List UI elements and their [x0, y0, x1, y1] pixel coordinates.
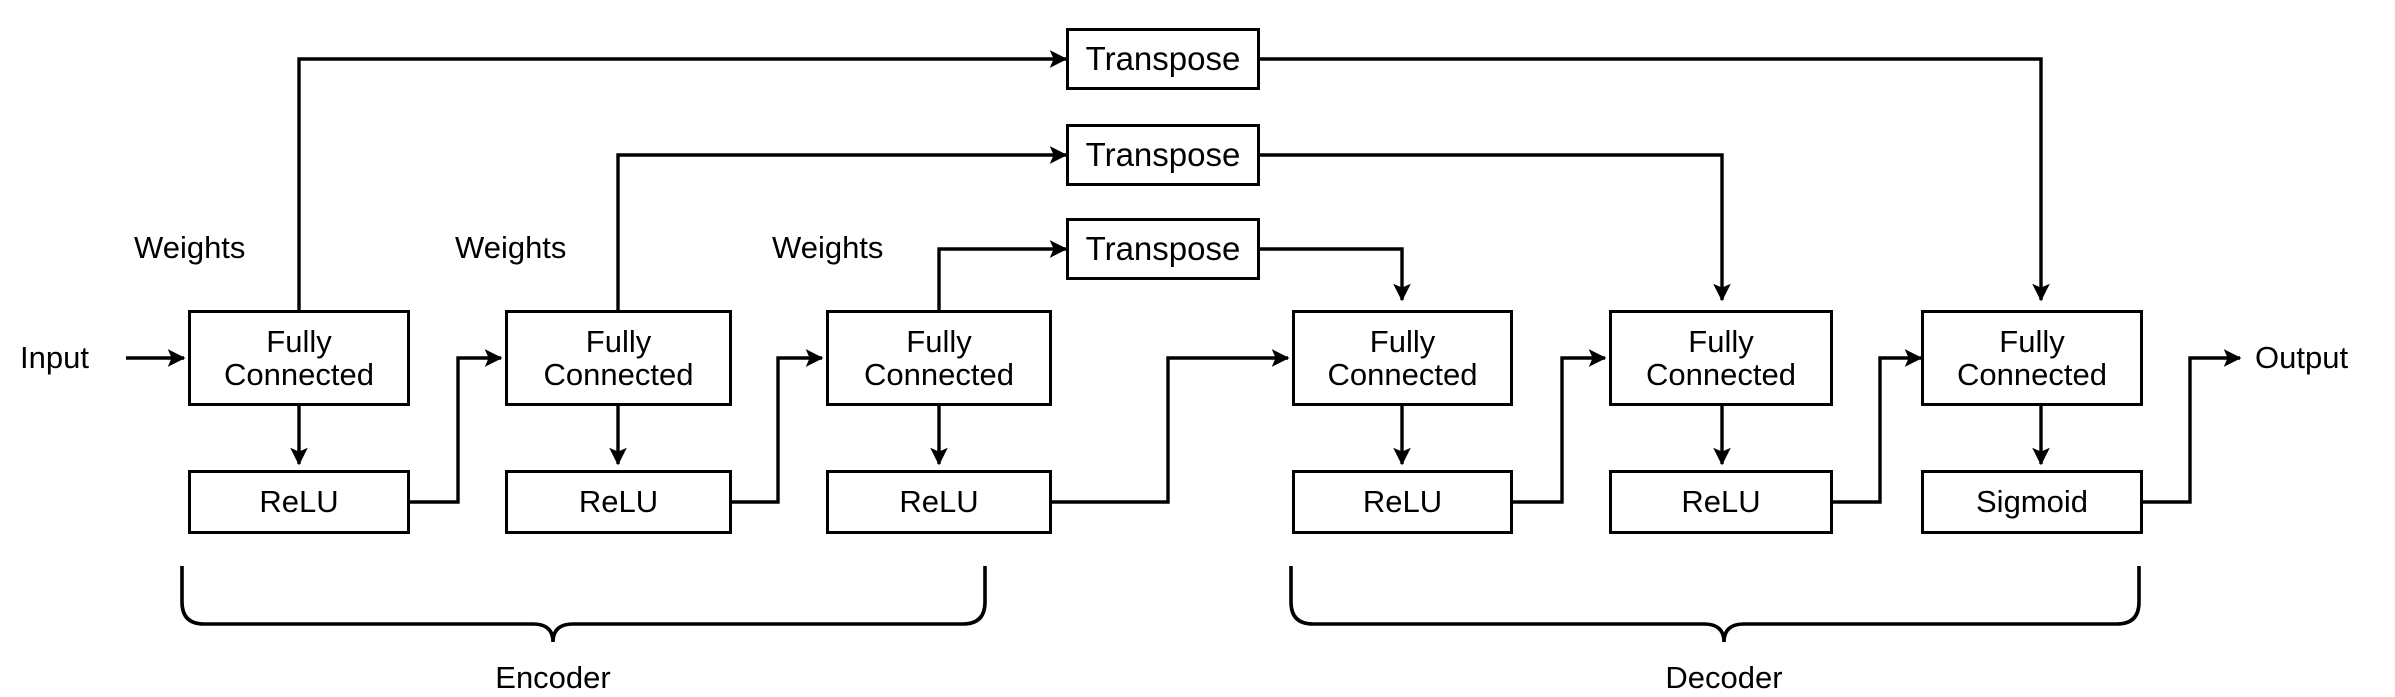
edge-transpose2-to-dec-fc2 — [1260, 153, 1731, 302]
decoder-brace — [1289, 566, 2141, 643]
encoder-group-label: Encoder — [495, 660, 611, 695]
transpose-block-3[interactable]: Transpose — [1066, 218, 1260, 280]
weights-label-3: Weights — [772, 230, 884, 265]
encoder-brace — [180, 566, 987, 643]
encoder-activation-3[interactable]: ReLU — [826, 470, 1052, 534]
edge-enc-relu3-to-dec-fc1 — [1052, 349, 1290, 504]
edge-weights3-to-transpose3 — [937, 240, 1068, 310]
encoder-dense-2[interactable]: Fully Connected — [505, 310, 732, 406]
encoder-activation-2[interactable]: ReLU — [505, 470, 732, 534]
edge-weights2-to-transpose2 — [616, 146, 1068, 310]
decoder-activation-3[interactable]: Sigmoid — [1921, 470, 2143, 534]
edge-weights1-to-transpose1 — [297, 50, 1068, 310]
decoder-activation-2[interactable]: ReLU — [1609, 470, 1833, 534]
edge-dec-relu2-to-fc3 — [1833, 349, 1923, 504]
decoder-dense-1[interactable]: Fully Connected — [1292, 310, 1513, 406]
weights-label-1: Weights — [134, 230, 246, 265]
edge-enc-relu1-to-fc2 — [410, 349, 503, 504]
decoder-activation-1[interactable]: ReLU — [1292, 470, 1513, 534]
decoder-dense-3[interactable]: Fully Connected — [1921, 310, 2143, 406]
edge-sigmoid-to-output — [2143, 349, 2242, 504]
edge-dec-relu1-to-fc2 — [1513, 349, 1607, 504]
encoder-activation-1[interactable]: ReLU — [188, 470, 410, 534]
edge-transpose3-to-dec-fc1 — [1260, 247, 1411, 302]
transpose-block-1[interactable]: Transpose — [1066, 28, 1260, 90]
decoder-group-label: Decoder — [1665, 660, 1783, 695]
encoder-dense-1[interactable]: Fully Connected — [188, 310, 410, 406]
decoder-dense-2[interactable]: Fully Connected — [1609, 310, 1833, 406]
input-label: Input — [20, 340, 89, 375]
encoder-dense-3[interactable]: Fully Connected — [826, 310, 1052, 406]
transpose-block-2[interactable]: Transpose — [1066, 124, 1260, 186]
edge-enc-relu2-to-fc3 — [732, 349, 824, 504]
weights-label-2: Weights — [455, 230, 567, 265]
edge-transpose1-to-dec-fc3 — [1260, 57, 2050, 302]
output-label: Output — [2255, 340, 2349, 375]
